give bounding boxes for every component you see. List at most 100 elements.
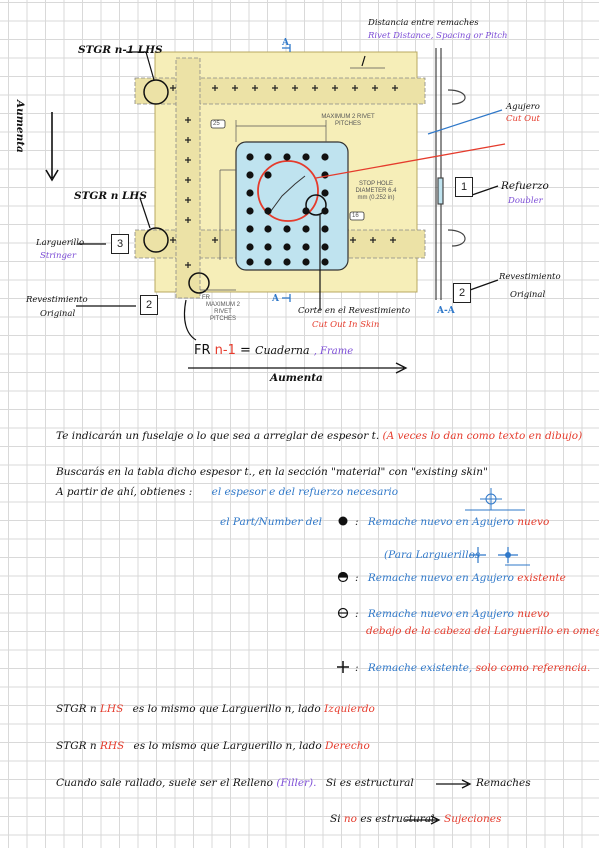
cut-out-label: Cut Out: [506, 114, 540, 124]
arrow-remaches: [436, 779, 472, 789]
pointer-arrows: [76, 51, 499, 341]
note-line-1-red: (A veces lo dan como texto en dibujo): [382, 430, 583, 442]
sep: :: [355, 662, 359, 674]
frame-eq: =: [240, 343, 251, 358]
red-pointer: [315, 143, 506, 179]
original-right-label: Original: [510, 290, 546, 300]
max-pitch-bottom-label: MAXIMUM 2 RIVET PITCHES: [205, 302, 240, 322]
distancia-title: Distancia entre remaches: [368, 18, 479, 28]
legend-4-text: Remache existente,: [367, 662, 473, 674]
filler-a: Cuando sale rallado, suele ser el Rellen…: [56, 777, 274, 789]
larguerillo-label: Larguerillo: [36, 238, 85, 248]
filler-c: Si es estructural: [325, 777, 414, 789]
stgr-lhs-a: STGR n: [56, 703, 97, 715]
distancia-subtitle: Rivet Distance, Spacing or Pitch: [368, 31, 508, 41]
tag-25-label: 25: [213, 121, 220, 127]
filler-line: Cuando sale rallado, suele ser el Rellen…: [56, 777, 414, 789]
section-view: [435, 48, 466, 300]
stgr-top-circle: [143, 79, 169, 105]
legend-row-new-under: : Remache nuevo en Agujero nuevo: [355, 608, 549, 620]
frame-fr: FR: [194, 343, 211, 358]
legend-row-existing: : Remache existente, solo como referenci…: [355, 662, 590, 674]
stgr-lhs-b: LHS: [99, 703, 124, 715]
refuerzo-label: Refuerzo: [501, 180, 549, 192]
arrow-sujeciones: [405, 815, 441, 825]
new-rivets: [246, 153, 329, 266]
aumenta-horizontal-arrow: [188, 362, 408, 374]
skin-cut-circle: [305, 194, 327, 216]
legend-3-text: Remache nuevo en Agujero: [367, 608, 514, 620]
corte-title: Corte en el Revestimiento: [298, 306, 411, 316]
max-pitch-top-label: MAXIMUM 2 RIVET PITCHES: [321, 114, 375, 127]
aumenta-vertical-arrow: [45, 112, 59, 182]
filler-b: (Filler).: [276, 777, 317, 789]
crack-line: [267, 175, 306, 216]
original-left-label: Original: [40, 309, 76, 319]
legend-3-red: nuevo: [517, 608, 550, 620]
stgr-lhs-line: STGR n LHS es lo mismo que Larguerillo n…: [56, 703, 375, 715]
aumenta-vertical-label: Aumenta: [14, 100, 26, 153]
section-arrows: [282, 44, 291, 302]
fr-circle: [188, 272, 210, 294]
cut-out-circle: [257, 160, 319, 222]
filler-no: no: [343, 813, 357, 825]
section-label: A-A: [437, 306, 455, 316]
frame-equation: FR n-1 = Cuaderna , Frame: [194, 343, 353, 358]
stgr-top-label: STGR n-1 LHS: [78, 44, 163, 56]
note-line-3-text: A partir de ahí, obtienes :: [56, 486, 193, 498]
stgr-rhs-c: es lo mismo que Larguerillo n, lado: [133, 740, 322, 752]
filler-remaches: Remaches: [476, 777, 531, 789]
stgr-rhs-a: STGR n: [56, 740, 97, 752]
legend-2-text: Remache nuevo en Agujero: [367, 572, 514, 584]
sep: :: [355, 516, 359, 528]
legend-row-new-new: : Remache nuevo en Agujero nuevo: [355, 516, 549, 528]
legend-3-detail: debajo de la cabeza del Larguerillo en o…: [366, 625, 599, 637]
agujero-label: Agujero: [506, 102, 540, 112]
legend-4-red: solo como referencia.: [475, 662, 591, 674]
sep: :: [355, 608, 359, 620]
section-arrow-a-top: A: [282, 38, 289, 48]
box-2-left: 2: [140, 295, 158, 315]
legend-symbols: [337, 488, 530, 673]
stop-hole-label: STOP HOLE DIAMETER 6.4 mm (0.252 in): [355, 181, 397, 201]
frame-n1: n-1: [214, 343, 236, 358]
note-line-3-blue: el espesor e del refuerzo necesario: [211, 486, 399, 498]
filler-no-line: Si no es estructural: [330, 813, 434, 825]
revestimiento-right-label: Revestimiento: [499, 272, 561, 282]
filler-e: es estructural: [360, 813, 435, 825]
frame-cuaderna: Cuaderna: [255, 344, 310, 357]
filler-sujeciones: Sujeciones: [444, 813, 502, 825]
blue-pointer: [427, 109, 503, 135]
note-line-1-text: Te indicarán un fuselaje o lo que sea a …: [56, 430, 380, 442]
legend-row-new-existing: : Remache nuevo en Agujero existente: [355, 572, 566, 584]
fr-tag-label: FR: [202, 295, 210, 301]
tag-16-box: [349, 211, 365, 221]
stringer-label: Stringer: [40, 251, 77, 261]
stgr-rhs-line: STGR n RHS es lo mismo que Larguerillo n…: [56, 740, 370, 752]
stgr-lhs-c: es lo mismo que Larguerillo n, lado: [132, 703, 321, 715]
legend-1-red: nuevo: [517, 516, 550, 528]
existing-rivets: [170, 85, 398, 268]
legend-1-text: Remache nuevo en Agujero: [367, 516, 514, 528]
stgr-mid-circle: [143, 227, 169, 253]
note-line-3: A partir de ahí, obtienes : el espesor e…: [56, 486, 398, 498]
stgr-rhs-b: RHS: [99, 740, 125, 752]
corte-subtitle: Cut Out In Skin: [312, 320, 380, 330]
dimension-lines: [200, 67, 385, 291]
box-2-right: 2: [453, 283, 471, 303]
legend-2-red: existente: [517, 572, 566, 584]
aumenta-horizontal-label: Aumenta: [270, 372, 323, 384]
tag-25-box: [210, 119, 226, 129]
note-line-4: el Part/Number del: [220, 516, 323, 528]
note-line-2: Buscarás en la tabla dicho espesor t., e…: [56, 466, 488, 478]
frame-frame: , Frame: [313, 346, 354, 357]
revestimiento-left-label: Revestimiento: [26, 295, 88, 305]
stgr-lhs-d: Izquierdo: [324, 703, 375, 715]
stgr-rhs-d: Derecho: [325, 740, 370, 752]
section-arrow-a-bottom: A: [272, 294, 279, 304]
sep: :: [355, 572, 359, 584]
box-3: 3: [111, 234, 129, 254]
stgr-mid-label: STGR n LHS: [74, 190, 147, 202]
para-larguerillos: (Para Larguerillos: [384, 549, 481, 561]
